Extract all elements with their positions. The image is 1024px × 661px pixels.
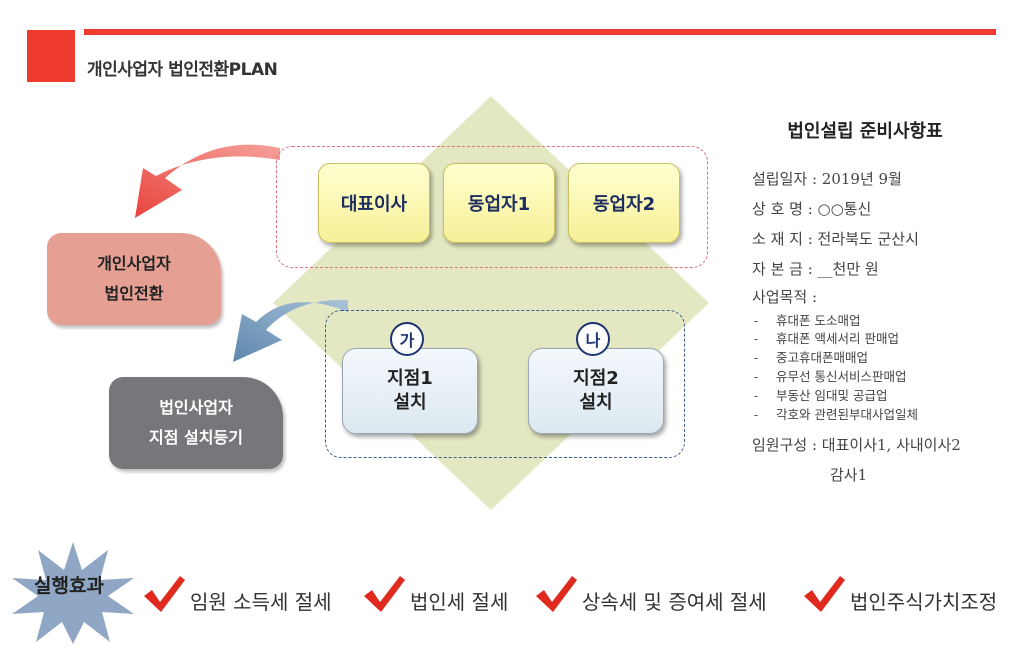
effect-label: 실행효과: [34, 575, 104, 597]
page-title: 개인사업자 법인전환PLAN: [87, 60, 278, 80]
prep-location: 소 재 지 : 전라북도 군산시: [752, 230, 919, 248]
check-icon: [144, 576, 185, 612]
branch1-sublabel: 설치: [393, 392, 427, 413]
check-icon: [364, 576, 405, 612]
effect-item: 법인세 절세: [410, 590, 509, 614]
purpose-item: -중고휴대폰매매업: [754, 350, 869, 365]
purpose-item: -휴대폰 도소매업: [754, 313, 861, 328]
branch2-box: 지점2 설치: [528, 348, 664, 434]
prep-date: 설립일자 : 2019년 9월: [752, 170, 902, 188]
purpose-item: -유무선 통신서비스판매업: [754, 369, 907, 384]
branch1-marker: 가: [390, 322, 424, 356]
branch2-marker: 나: [576, 322, 610, 356]
branch1-box: 지점1 설치: [342, 348, 478, 434]
effect-item: 상속세 및 증여세 절세: [582, 590, 767, 614]
branch2-label: 지점2: [573, 367, 619, 389]
prep-name: 상 호 명 : ○○통신: [752, 200, 872, 218]
effect-item: 법인주식가치조정: [850, 590, 998, 614]
purpose-item: -휴대폰 액세서리 판매업: [754, 331, 899, 346]
blue-curved-arrow: [233, 299, 348, 362]
conversion-line2: 법인전환: [104, 284, 164, 303]
header-rule: [84, 29, 996, 35]
prep-officers-auditor: 감사1: [830, 466, 868, 484]
red-curved-arrow: [135, 144, 280, 218]
branches-group: [325, 310, 685, 458]
header-accent-block: [27, 30, 75, 82]
branch2-sublabel: 설치: [579, 392, 613, 413]
registration-line2: 지점 설치등기: [149, 428, 243, 447]
shareholder-partner2-box: 동업자2: [568, 163, 680, 243]
registration-line1: 법인사업자: [159, 397, 233, 417]
shareholders-group: [276, 146, 708, 268]
purpose-item: -부동산 임대및 공급업: [754, 388, 888, 403]
registration-box: 법인사업자 지점 설치등기: [109, 377, 283, 469]
check-icon: [804, 576, 845, 612]
prep-title: 법인설립 준비사항표: [787, 121, 943, 142]
branch1-label: 지점1: [387, 367, 433, 389]
prep-purpose-label: 사업목적 :: [752, 288, 818, 306]
effect-item: 임원 소득세 절세: [190, 590, 332, 614]
starburst-icon: [12, 542, 134, 644]
conversion-line1: 개인사업자: [97, 253, 171, 273]
prep-officers: 임원구성 : 대표이사1, 사내이사2: [752, 436, 961, 454]
purpose-item: -각호와 관련된부대사업일체: [754, 407, 918, 422]
shareholder-partner1-box: 동업자1: [443, 163, 555, 243]
conversion-box: 개인사업자 법인전환: [47, 233, 221, 325]
prep-capital: 자 본 금 : __천만 원: [752, 260, 879, 278]
shareholder-ceo-box: 대표이사: [318, 163, 430, 243]
check-icon: [536, 576, 577, 612]
